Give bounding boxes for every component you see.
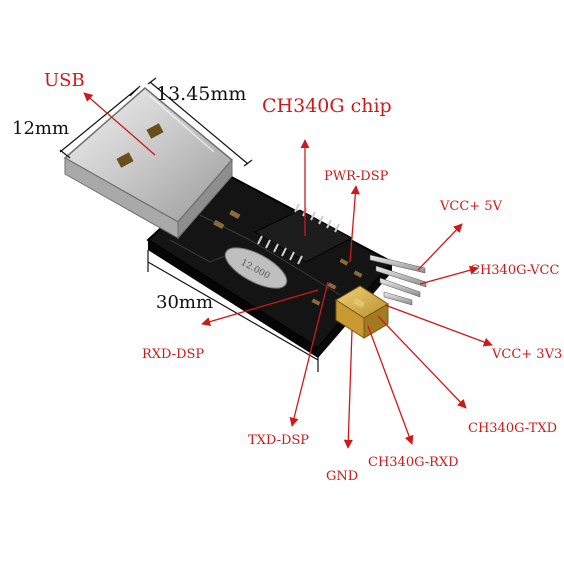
dimension-30mm-label: 30mm (156, 292, 213, 313)
annotation-arrows (83, 92, 493, 449)
smd-components (213, 209, 363, 306)
dimension-lines (59, 77, 319, 372)
gnd-label: GND (326, 469, 358, 484)
arrow-vcc-5v (417, 223, 463, 271)
header-pins (369, 254, 427, 306)
dimension-12mm-label: 12mm (12, 118, 69, 139)
crystal-oscillator: 12.000 (224, 247, 288, 289)
arrow-txd-dsp (289, 281, 329, 427)
arrow-gnd (343, 329, 353, 449)
arrow-ch340g-rxd (367, 325, 414, 445)
arrow-rxd-dsp (201, 289, 319, 327)
ch340g-ic (253, 203, 354, 265)
ch340g-rxd-label: CH340G-RXD (368, 455, 459, 470)
rxd-dsp-label: RXD-DSP (142, 347, 204, 362)
usb-label: USB (44, 70, 85, 91)
chip-label: CH340G chip (262, 95, 392, 117)
dimension-13-45mm-label: 13.45mm (156, 83, 246, 105)
pwr-dsp-label: PWR-DSP (324, 169, 389, 184)
jumper (335, 285, 389, 339)
arrow-vcc-3v3 (384, 304, 493, 347)
usb-connector (63, 87, 234, 240)
ch340g-vcc-label: CH340G-VCC (470, 263, 560, 278)
vcc-3v3-label: VCC+ 3V3 (491, 347, 562, 362)
arrow-ch340g-vcc (419, 265, 479, 285)
labels: USB 12mm 13.45mm 30mm CH340G chip PWR-DS… (12, 70, 562, 484)
ch340g-txd-label: CH340G-TXD (468, 421, 557, 436)
vcc-5v-label: VCC+ 5V (439, 199, 503, 214)
arrow-ch340g-txd (377, 315, 467, 409)
txd-dsp-label: TXD-DSP (248, 433, 309, 448)
arrow-pwr-dsp (349, 185, 360, 263)
arrow-usb (83, 92, 156, 156)
